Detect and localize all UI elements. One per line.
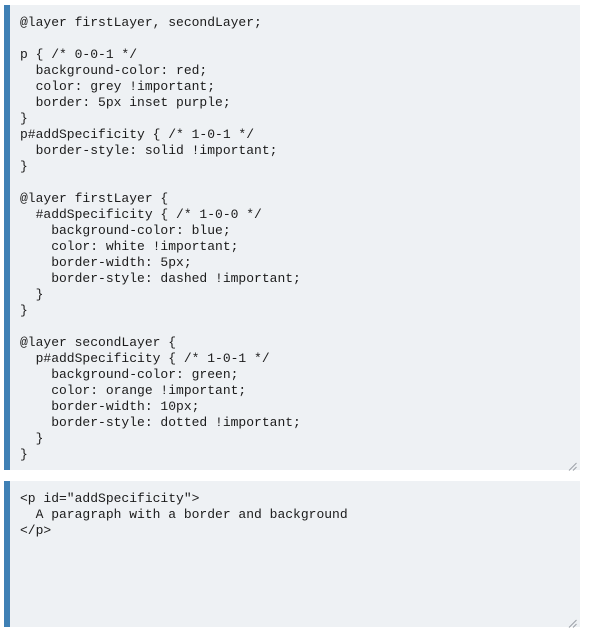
- code-line: color: grey !important;: [20, 79, 216, 94]
- code-line: border-width: 5px;: [20, 255, 192, 270]
- css-code: @layer firstLayer, secondLayer; p { /* 0-…: [10, 5, 580, 463]
- code-line: [20, 319, 580, 335]
- code-line: border-width: 10px;: [20, 399, 200, 414]
- code-line: }: [20, 303, 28, 318]
- code-line: border-style: solid !important;: [20, 143, 278, 158]
- code-line: border-style: dashed !important;: [20, 271, 301, 286]
- code-line: color: white !important;: [20, 239, 239, 254]
- html-code-editor[interactable]: <p id="addSpecificity"> A paragraph with…: [4, 481, 580, 628]
- code-line: }: [20, 111, 28, 126]
- code-line: }: [20, 447, 28, 462]
- code-line: }: [20, 431, 44, 446]
- code-line: @layer firstLayer, secondLayer;: [20, 15, 262, 30]
- code-line: [20, 175, 580, 191]
- code-line: border-style: dotted !important;: [20, 415, 301, 430]
- resize-handle-icon[interactable]: [568, 458, 577, 471]
- code-line: @layer firstLayer {: [20, 191, 169, 206]
- code-line: border: 5px inset purple;: [20, 95, 231, 110]
- code-line: p { /* 0-0-1 */: [20, 47, 138, 62]
- code-line: background-color: blue;: [20, 223, 231, 238]
- css-code-editor[interactable]: @layer firstLayer, secondLayer; p { /* 0-…: [4, 5, 580, 471]
- code-line: background-color: green;: [20, 367, 239, 382]
- code-line: p#addSpecificity { /* 1-0-1 */: [20, 127, 255, 142]
- code-line: background-color: red;: [20, 63, 208, 78]
- html-code: <p id="addSpecificity"> A paragraph with…: [10, 481, 580, 539]
- code-line: }: [20, 159, 28, 174]
- code-line: }: [20, 287, 44, 302]
- code-line: [20, 31, 580, 47]
- code-line: color: orange !important;: [20, 383, 247, 398]
- code-line: <p id="addSpecificity">: [20, 491, 200, 506]
- resize-handle-icon[interactable]: [568, 615, 577, 628]
- code-line: @layer secondLayer {: [20, 335, 177, 350]
- code-line: A paragraph with a border and background: [20, 507, 348, 522]
- code-line: #addSpecificity { /* 1-0-0 */: [20, 207, 262, 222]
- code-line: </p>: [20, 523, 52, 538]
- code-line: p#addSpecificity { /* 1-0-1 */: [20, 351, 270, 366]
